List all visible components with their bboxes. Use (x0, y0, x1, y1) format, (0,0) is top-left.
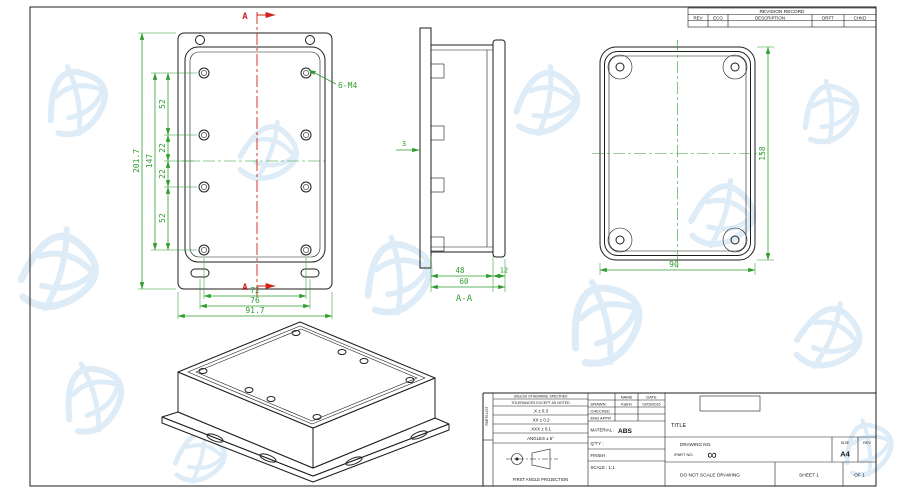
section-label-bottom: A (242, 283, 248, 293)
size-label: SIZE (841, 441, 850, 445)
title-block: PARTS LIST UNLESS OTHERWISE SPECIFIED TO… (482, 392, 876, 486)
side-lid (492, 39, 506, 258)
revision-col-description: DESCRIPTION (755, 15, 785, 20)
scale-label: SCALE : 1:1 (591, 465, 616, 470)
front-flange-holes (190, 35, 320, 278)
front-body-outline (184, 46, 326, 263)
dim-flange-thickness: 3 (402, 140, 406, 148)
title-label: TITLE (671, 423, 686, 429)
isometric-view (161, 321, 450, 483)
eng-appr-label: ENG APPR (591, 416, 612, 421)
back-corner-bosses (607, 54, 748, 253)
sheet-border (29, 6, 877, 487)
tol-angles: ANGLES ± 5° (527, 436, 554, 441)
tol-x: .X ± 0.3 (533, 409, 549, 414)
front-hole-note: 6-M4 (308, 69, 357, 90)
of-label: OF 1 (854, 473, 865, 479)
revision-col-chkd: CHKD (854, 15, 866, 20)
first-angle-projection-symbol (506, 448, 558, 470)
drawn-label: DRAWN (591, 402, 606, 407)
rev-label: REV (863, 441, 871, 445)
revision-col-rev: REV (693, 15, 702, 20)
strip-label: PARTS LIST (485, 406, 489, 425)
front-left-dimensions: 201.7 147 52 22 22 52 (132, 32, 197, 290)
front-bottom-dimensions: 72 76 91.7 (177, 258, 333, 319)
revision-table: REVISION RECORD REV ECO DESCRIPTION DRFT… (687, 7, 877, 28)
size-value: A4 (840, 450, 850, 459)
section-line-a-a: A A (242, 12, 276, 298)
qty-label: Q'T'Y : (591, 441, 604, 446)
back-dimensions: 158 90 (599, 46, 774, 275)
dim-hole-span: 147 (145, 154, 154, 169)
side-body (430, 44, 494, 253)
section-label-top: A (242, 12, 248, 22)
date-header: DATE (646, 395, 657, 400)
dim-flange-width: 76 (250, 296, 260, 305)
projection-label: FIRST ANGLE PROJECTION (513, 477, 568, 482)
front-screw-holes (198, 67, 312, 256)
side-view: 3 48 12 60 A-A (396, 27, 508, 304)
sheet-label: SHEET 1 (799, 473, 819, 479)
drawing-no-label: DRAWING NO. (680, 442, 711, 447)
part-no-label: /PART NO. (674, 452, 694, 457)
dim-22-top: 22 (158, 143, 167, 153)
checked-label: CHECKED (591, 409, 611, 414)
iso-top-face (177, 321, 436, 429)
iso-lid-edge (187, 325, 426, 425)
iso-flange-slots (206, 430, 428, 466)
tolerance-note: TOLERANCES EXCEPT AS NOTED (511, 401, 570, 405)
front-lid-outline (189, 51, 321, 258)
dim-body-depth: 48 (455, 266, 465, 275)
hole-note-label: 6-M4 (338, 81, 357, 90)
side-dimensions: 3 48 12 60 A-A (396, 140, 508, 304)
iso-lid-groove (195, 328, 418, 422)
dim-22-bottom: 22 (158, 169, 167, 179)
drawing-no-value: ∞ (707, 447, 716, 462)
revision-title: REVISION RECORD (759, 9, 805, 15)
drawn-date: 02/09/2015 (643, 402, 661, 406)
dim-hole-width: 72 (250, 286, 260, 295)
front-view: A A 201.7 147 52 22 22 52 (132, 12, 357, 319)
dim-back-height: 158 (758, 146, 767, 161)
back-view: 158 90 (592, 40, 774, 275)
revision-col-eco: ECO (713, 15, 723, 20)
drawn-name: Katrin (621, 402, 631, 407)
side-flange-plate (419, 27, 432, 269)
material-value: ABS (618, 428, 633, 435)
side-boss-sections (430, 63, 445, 252)
do-not-scale-note: DO NOT SCALE DRAWING (680, 473, 740, 479)
dim-lid-depth: 12 (500, 267, 508, 275)
name-header: NAME (621, 395, 633, 400)
dim-total-depth: 60 (459, 277, 469, 286)
tol-xxx: .XXX ± 0.1 (530, 427, 552, 432)
tol-xx: .XX ± 0.2 (531, 418, 550, 423)
dim-total-height: 201.7 (132, 149, 141, 173)
title-stamp-box (699, 395, 761, 412)
material-label: MATERIAL : (591, 428, 615, 433)
revision-col-drft: DRFT (822, 15, 834, 20)
dim-52-top: 52 (158, 99, 167, 109)
finish-label: FINISH (591, 453, 605, 458)
dim-52-bottom: 52 (158, 213, 167, 223)
iso-screw-holes (198, 330, 415, 420)
section-view-label: A-A (456, 294, 473, 304)
dim-back-width: 90 (669, 260, 679, 269)
dim-total-width: 91.7 (245, 306, 264, 315)
spec-note: UNLESS OTHERWISE SPECIFIED (514, 395, 568, 399)
revision-table-frame (687, 7, 877, 28)
